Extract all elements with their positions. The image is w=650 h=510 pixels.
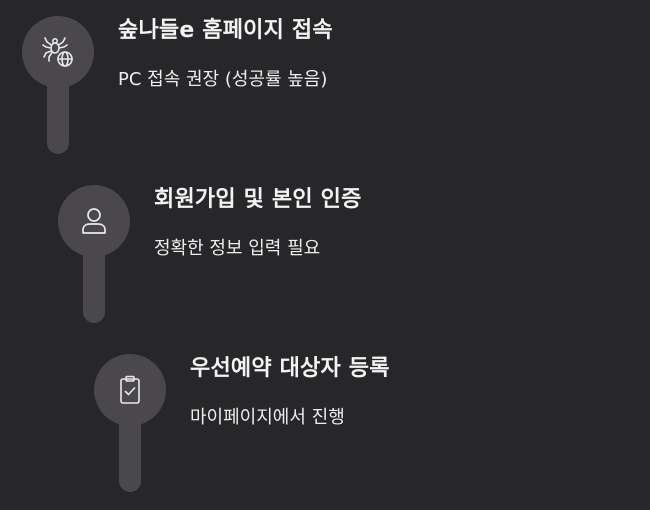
step-title: 숲나들e 홈페이지 접속 [118, 18, 333, 43]
step-title: 회원가입 및 본인 인증 [154, 187, 362, 212]
step-title: 우선예약 대상자 등록 [190, 356, 390, 381]
clipboard-check-icon [120, 375, 140, 404]
step-icon-circle [58, 185, 130, 257]
step-text: 회원가입 및 본인 인증 정확한 정보 입력 필요 [154, 185, 362, 261]
step-subtitle: 마이페이지에서 진행 [190, 407, 345, 428]
step-subtitle: PC 접속 권장 (성공률 높음) [118, 69, 328, 90]
step-text: 숲나들e 홈페이지 접속 PC 접속 권장 (성공률 높음) [118, 16, 333, 92]
step-marker [58, 185, 130, 325]
step-icon-circle [94, 354, 166, 426]
step-marker [22, 16, 94, 156]
step-text: 우선예약 대상자 등록 마이페이지에서 진행 [190, 354, 390, 430]
step-icon-circle [22, 16, 94, 88]
step-subtitle: 정확한 정보 입력 필요 [154, 238, 321, 259]
spider-globe-icon [42, 37, 73, 67]
step-marker [94, 354, 166, 494]
user-icon [82, 208, 106, 234]
